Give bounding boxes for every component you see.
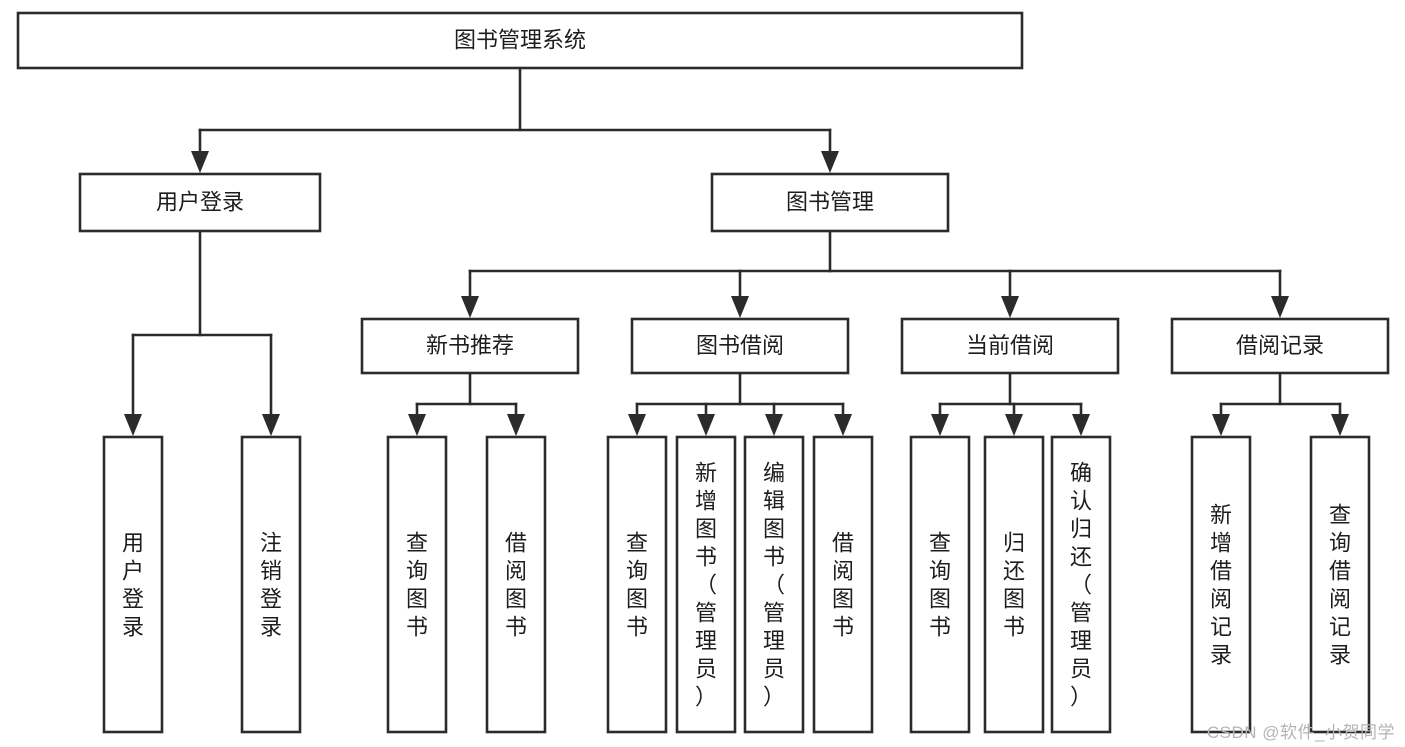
node-label-leaf-return-book: 归还图书	[1003, 531, 1025, 640]
arrow-head-icon	[124, 414, 142, 436]
node-box-borrow-record[interactable]	[1170, 317, 1390, 375]
node-label-leaf-query-book-1: 查询图书	[406, 531, 428, 640]
node-leaf-add-book-admin[interactable]: 新增图书（管理员）	[675, 435, 737, 734]
node-leaf-borrow-book-1[interactable]: 借阅图书	[485, 435, 547, 734]
node-label-leaf-edit-book-admin: 编辑图书（管理员）	[763, 461, 785, 710]
nodes-layer: 图书管理系统用户登录图书管理新书推荐图书借阅当前借阅借阅记录用户登录注销登录查询…	[16, 11, 1390, 734]
node-box-leaf-query-book-2[interactable]	[606, 435, 668, 734]
node-leaf-query-book-1[interactable]: 查询图书	[386, 435, 448, 734]
arrow-head-icon	[507, 414, 525, 436]
node-label-leaf-borrow-book-1: 借阅图书	[505, 531, 527, 640]
node-box-current-borrow[interactable]	[900, 317, 1120, 375]
node-leaf-borrow-book-2[interactable]: 借阅图书	[812, 435, 874, 734]
node-box-leaf-add-book-admin[interactable]	[675, 435, 737, 734]
node-book-manage[interactable]: 图书管理	[710, 172, 950, 233]
node-label-book-borrow: 图书借阅	[696, 333, 784, 358]
node-box-root[interactable]	[16, 11, 1024, 70]
arrow-head-icon	[1271, 296, 1289, 318]
node-leaf-confirm-return-admin[interactable]: 确认归还（管理员）	[1050, 435, 1112, 734]
node-leaf-add-borrow-record[interactable]: 新增借阅记录	[1190, 435, 1252, 734]
node-box-leaf-edit-book-admin[interactable]	[743, 435, 805, 734]
node-box-leaf-borrow-book-1[interactable]	[485, 435, 547, 734]
arrow-head-icon	[731, 296, 749, 318]
node-box-new-book-recommend[interactable]	[360, 317, 580, 375]
node-leaf-logout-login[interactable]: 注销登录	[240, 435, 302, 734]
arrow-head-icon	[1072, 414, 1090, 436]
node-current-borrow[interactable]: 当前借阅	[900, 317, 1120, 375]
arrow-head-icon	[821, 151, 839, 173]
node-box-leaf-logout-login[interactable]	[240, 435, 302, 734]
node-box-leaf-confirm-return-admin[interactable]	[1050, 435, 1112, 734]
node-book-borrow[interactable]: 图书借阅	[630, 317, 850, 375]
arrow-head-icon	[931, 414, 949, 436]
node-box-leaf-query-borrow-record[interactable]	[1309, 435, 1371, 734]
node-label-root: 图书管理系统	[454, 27, 586, 52]
node-label-leaf-confirm-return-admin: 确认归还（管理员）	[1070, 461, 1092, 710]
arrow-head-icon	[408, 414, 426, 436]
node-box-leaf-query-book-1[interactable]	[386, 435, 448, 734]
node-label-leaf-logout-login: 注销登录	[260, 531, 282, 640]
node-box-leaf-borrow-book-2[interactable]	[812, 435, 874, 734]
node-new-book-recommend[interactable]: 新书推荐	[360, 317, 580, 375]
arrow-head-icon	[191, 151, 209, 173]
arrow-head-icon	[765, 414, 783, 436]
edges-layer	[124, 66, 1349, 436]
node-root[interactable]: 图书管理系统	[16, 11, 1024, 70]
arrow-head-icon	[262, 414, 280, 436]
node-label-new-book-recommend: 新书推荐	[426, 333, 514, 358]
arrow-head-icon	[834, 414, 852, 436]
node-box-user-login[interactable]	[78, 172, 322, 233]
node-label-leaf-query-book-3: 查询图书	[929, 531, 951, 640]
node-label-book-manage: 图书管理	[786, 189, 874, 214]
node-label-leaf-user-login: 用户登录	[122, 531, 144, 640]
node-box-leaf-add-borrow-record[interactable]	[1190, 435, 1252, 734]
node-label-user-login: 用户登录	[156, 189, 244, 214]
node-leaf-edit-book-admin[interactable]: 编辑图书（管理员）	[743, 435, 805, 734]
node-leaf-query-book-3[interactable]: 查询图书	[909, 435, 971, 734]
node-label-borrow-record: 借阅记录	[1236, 333, 1324, 358]
node-box-leaf-query-book-3[interactable]	[909, 435, 971, 734]
arrow-head-icon	[628, 414, 646, 436]
node-box-leaf-return-book[interactable]	[983, 435, 1045, 734]
node-borrow-record[interactable]: 借阅记录	[1170, 317, 1390, 375]
node-leaf-user-login[interactable]: 用户登录	[102, 435, 164, 734]
node-box-book-manage[interactable]	[710, 172, 950, 233]
node-label-leaf-query-book-2: 查询图书	[626, 531, 648, 640]
arrow-head-icon	[697, 414, 715, 436]
node-box-leaf-user-login[interactable]	[102, 435, 164, 734]
arrow-head-icon	[1005, 414, 1023, 436]
arrow-head-icon	[461, 296, 479, 318]
node-label-leaf-add-book-admin: 新增图书（管理员）	[695, 461, 717, 710]
node-label-leaf-borrow-book-2: 借阅图书	[832, 531, 854, 640]
node-leaf-return-book[interactable]: 归还图书	[983, 435, 1045, 734]
node-label-current-borrow: 当前借阅	[966, 333, 1054, 358]
arrow-head-icon	[1331, 414, 1349, 436]
node-leaf-query-borrow-record[interactable]: 查询借阅记录	[1309, 435, 1371, 734]
node-box-book-borrow[interactable]	[630, 317, 850, 375]
node-label-leaf-add-borrow-record: 新增借阅记录	[1210, 503, 1232, 668]
arrow-head-icon	[1212, 414, 1230, 436]
arrow-head-icon	[1001, 296, 1019, 318]
node-user-login[interactable]: 用户登录	[78, 172, 322, 233]
node-label-leaf-query-borrow-record: 查询借阅记录	[1329, 503, 1351, 668]
node-leaf-query-book-2[interactable]: 查询图书	[606, 435, 668, 734]
